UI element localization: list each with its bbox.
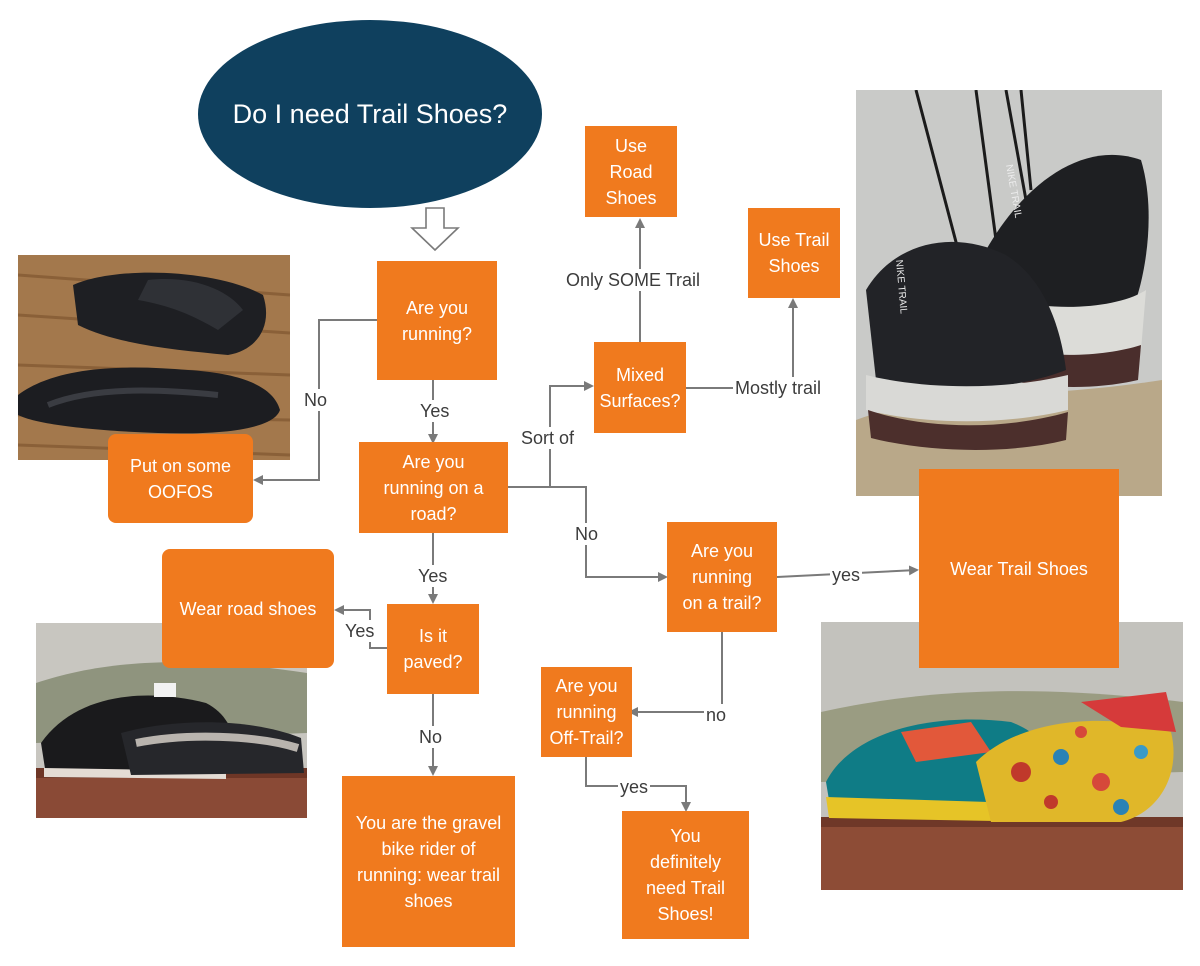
label-yes-running: Yes [418,400,452,422]
label-no-running: No [302,389,330,411]
node-running-on-trail: Are you running on a trail? [667,522,777,632]
start-arrow [410,207,460,252]
node-mixed-surfaces: Mixed Surfaces? [594,342,686,433]
node-is-it-paved: Is it paved? [387,604,479,694]
label-yes-off-trail: yes [618,776,651,798]
label-mostly-trail: Mostly trail [733,377,824,399]
oofos-photo [18,255,290,460]
label-yes-paved: Yes [343,620,377,642]
node-are-you-running: Are you running? [377,261,497,380]
node-use-trail-shoes: Use Trail Shoes [748,208,840,298]
label-yes-trail: yes [830,564,863,586]
node-off-trail: Are you running Off-Trail? [541,667,632,757]
label-sort-of: Sort of [519,427,577,449]
nike-trail-text-2: NIKE TRAIL [893,259,909,314]
label-only-some-trail: Only SOME Trail [564,269,703,291]
node-put-on-oofos: Put on some OOFOS [108,434,253,523]
node-use-road-shoes: Use Road Shoes [585,126,677,217]
title-text: Do I need Trail Shoes? [232,98,508,129]
hanging-trail-photo: NIKE TRAIL NIKE TRAIL [856,90,1162,496]
label-yes-road: Yes [416,565,450,587]
node-wear-road-shoes: Wear road shoes [162,549,334,668]
edge-mostly-trail [686,298,798,389]
node-gravel-bike-rider: You are the gravel bike rider of running… [342,776,515,947]
edge-no-trail [628,632,723,717]
label-no-road: No [573,523,601,545]
node-running-on-road: Are you running on a road? [359,442,508,533]
node-wear-trail-shoes: Wear Trail Shoes [919,469,1119,668]
label-no-paved: No [417,726,445,748]
node-definitely-need: You definitely need Trail Shoes! [622,811,749,939]
title-oval: Do I need Trail Shoes? [198,20,542,208]
label-no-trail: no [704,704,729,726]
